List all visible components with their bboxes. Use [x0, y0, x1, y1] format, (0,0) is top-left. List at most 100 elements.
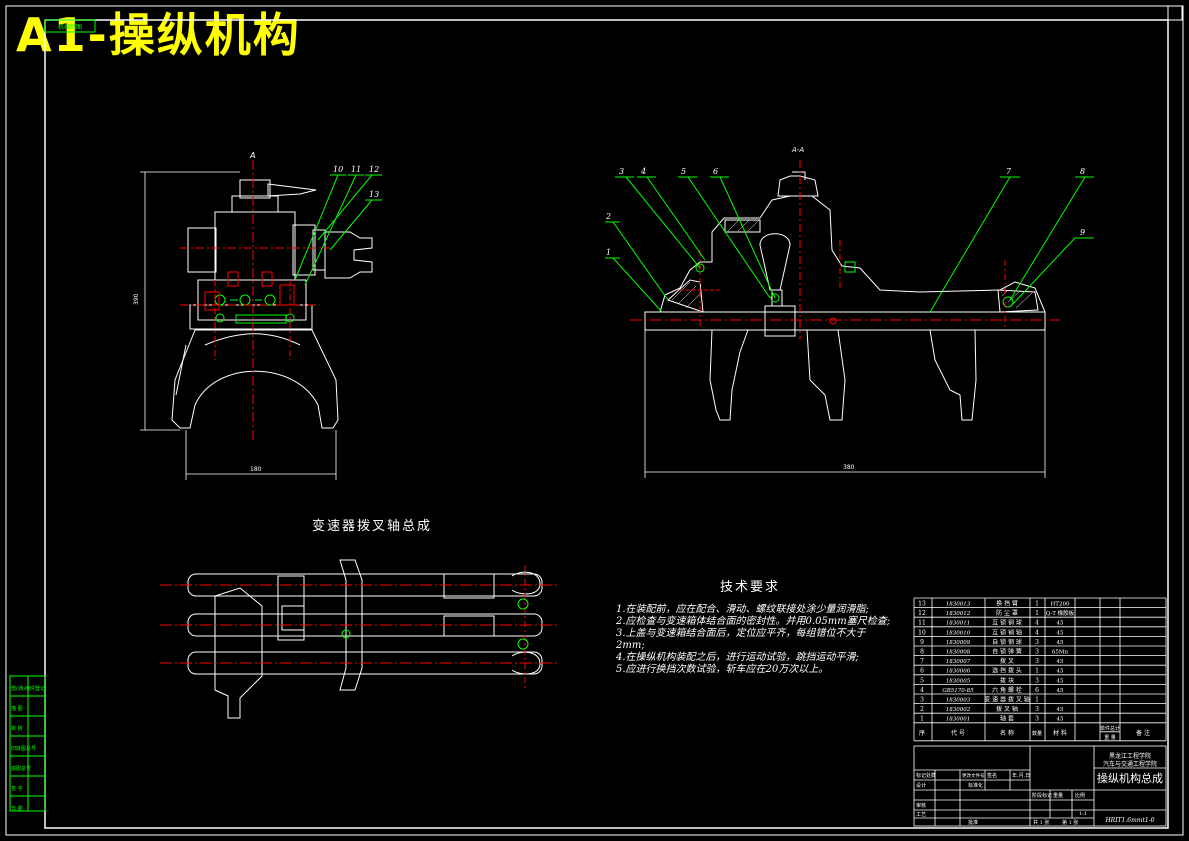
- bom-cell-material: 45: [1057, 621, 1064, 627]
- tb-drawing-no: HRIT1.6mmt1-0: [1104, 817, 1154, 824]
- bom-cell-no: 10: [918, 629, 926, 636]
- outer-frame: [5, 5, 1184, 836]
- tb-label-std: 标准化: [968, 782, 983, 789]
- bom-cell-name: 自 锁 钢 球: [992, 638, 1022, 646]
- corner-box: [1167, 5, 1183, 21]
- bom-cell-qty: 1: [1035, 610, 1039, 617]
- right-callout-number: 2: [605, 212, 611, 221]
- top-left-tag-box: [44, 19, 96, 33]
- tech-requirement-item: 4.在操纵机构装配之后，进行运动试验，跳挡运动平滑;: [616, 652, 859, 663]
- bom-header-remark: 备 注: [1136, 729, 1150, 737]
- bom-cell-qty: 1: [1035, 668, 1039, 675]
- bom-cell-qty: 3: [1035, 677, 1039, 684]
- bom-cell-material: 45: [1057, 669, 1064, 675]
- bom-cell-material: HT200: [1051, 602, 1070, 608]
- right-callout-number: 5: [681, 167, 686, 176]
- tb-label-sign: 签名: [987, 772, 997, 779]
- bom-cell-name: 自 锁 弹 簧: [992, 648, 1022, 656]
- tech-requirement-item: 3.上盖与变速箱结合面后，定位应平齐，每组错位不大于: [616, 628, 866, 639]
- bom-cell-qty: 1: [1035, 601, 1039, 608]
- bom-cell-name: 互 锁 销 轴: [992, 628, 1022, 636]
- tb-label-process: 工艺: [916, 812, 926, 818]
- right-view: [644, 171, 1046, 421]
- left-callouts: 10 11 12 13: [333, 165, 379, 199]
- tb-label-total: 共 1 张: [1033, 819, 1049, 826]
- bom-cell-name: 互 锁 钢 球: [992, 619, 1022, 627]
- bottom-view-red: [160, 565, 560, 690]
- bottom-view-title: 变速器拨叉轴总成: [312, 519, 433, 534]
- tech-requirement-item: 2.应检查与变速箱体结合面的密封性。并用0.05mm塞尺检查;: [616, 616, 891, 627]
- right-view-label: A-A: [791, 146, 804, 154]
- bom-header-unit-weight: 单件总计: [1100, 725, 1120, 732]
- right-view-red: [630, 160, 1060, 340]
- left-callout-leaders: [294, 174, 382, 286]
- right-callout-number: 3: [619, 167, 624, 176]
- left-callout-number: 11: [351, 165, 361, 174]
- right-callout-number: 8: [1080, 167, 1085, 176]
- bom-header-name: 名 称: [1000, 729, 1014, 737]
- side-strip-label: 旧底图总号: [11, 745, 36, 752]
- bom-cell-no: 6: [920, 668, 924, 675]
- tech-requirements-title: 技术要求: [720, 580, 781, 595]
- left-view-balls: [214, 294, 295, 324]
- bom-cell-code: GB5170-85: [942, 688, 974, 694]
- tb-label-design: 设计: [916, 782, 926, 789]
- bom-cell-code: 1830002: [946, 707, 971, 713]
- bom-cell-material: 45: [1057, 707, 1064, 713]
- right-callout-number: 7: [1006, 167, 1012, 176]
- bom-header-weight: 重 量: [1104, 734, 1116, 741]
- left-view: [171, 179, 373, 429]
- bottom-view: [187, 559, 543, 719]
- bom-cell-no: 12: [918, 610, 926, 617]
- tb-label-date: 年.月.日: [1012, 772, 1030, 779]
- tb-label-stage: 阶段标记: [1032, 792, 1052, 799]
- bom-cell-material: 65Mn: [1052, 650, 1069, 656]
- title-block: [913, 745, 1167, 827]
- bom-header-no: 序: [919, 729, 925, 737]
- bom-cell-name: 换 挡 臂: [996, 600, 1018, 608]
- bom-cell-material: 45: [1057, 659, 1064, 665]
- bom-cell-qty: 6: [1035, 687, 1039, 694]
- tb-label-file: 更改文件号: [962, 772, 985, 779]
- bom-cell-no: 2: [920, 706, 924, 713]
- bom-cell-name: 变 速 器 拨 叉 轴: [984, 696, 1030, 704]
- left-callout-number: 12: [369, 165, 379, 174]
- left-dim-width: 180: [250, 466, 262, 473]
- tech-requirement-item: 2mm;: [616, 640, 645, 651]
- bom-cell-name: 轴 套: [1000, 715, 1014, 723]
- bom-cell-no: 5: [920, 677, 924, 684]
- bom-cell-name: 六 角 螺 栓: [992, 686, 1022, 694]
- side-strip: [9, 675, 46, 812]
- side-strip-label: 底图总号: [11, 765, 31, 772]
- side-strip-label: 借(通)用件登记: [11, 685, 45, 692]
- bom-cell-material: 45: [1057, 630, 1064, 636]
- bom-cell-material: Q-T 橡胶板: [1046, 609, 1075, 617]
- left-callout-number: 13: [369, 190, 379, 199]
- right-dim-width: 380: [843, 464, 855, 471]
- bom-cell-name: 选 挡 拨 头: [992, 667, 1022, 675]
- bom-cell-code: 1830012: [946, 611, 971, 617]
- tb-label-sheet: 第 1 张: [1062, 819, 1078, 826]
- bom-cell-no: 8: [920, 649, 924, 656]
- bom-cell-no: 7: [920, 658, 924, 665]
- title-block-text: 黑龙江工程学院汽车与交通工程学院操纵机构总成HRIT1.6mmt1-0标记处数更…: [916, 752, 1163, 826]
- right-view-hatch: [671, 219, 1033, 309]
- tb-school: 黑龙江工程学院: [1109, 752, 1151, 760]
- left-callout-number: 10: [333, 165, 343, 174]
- bom-cell-qty: 3: [1035, 649, 1039, 656]
- side-strip-label: 日 期: [11, 806, 23, 812]
- bom-cell-qty: 1: [1035, 697, 1039, 704]
- bom-header-qty: 数量: [1032, 730, 1042, 737]
- bom-cell-code: 1830013: [946, 602, 971, 608]
- bom-cell-qty: 3: [1035, 639, 1039, 646]
- side-strip-label: 描 图: [11, 705, 23, 712]
- tb-label-weight: 重量: [1053, 792, 1063, 799]
- left-dim-height: 390: [133, 293, 140, 305]
- left-view-red-parts: [180, 160, 330, 440]
- bom-cell-code: 1830007: [946, 659, 971, 665]
- bom-cell-qty: 4: [1035, 620, 1039, 627]
